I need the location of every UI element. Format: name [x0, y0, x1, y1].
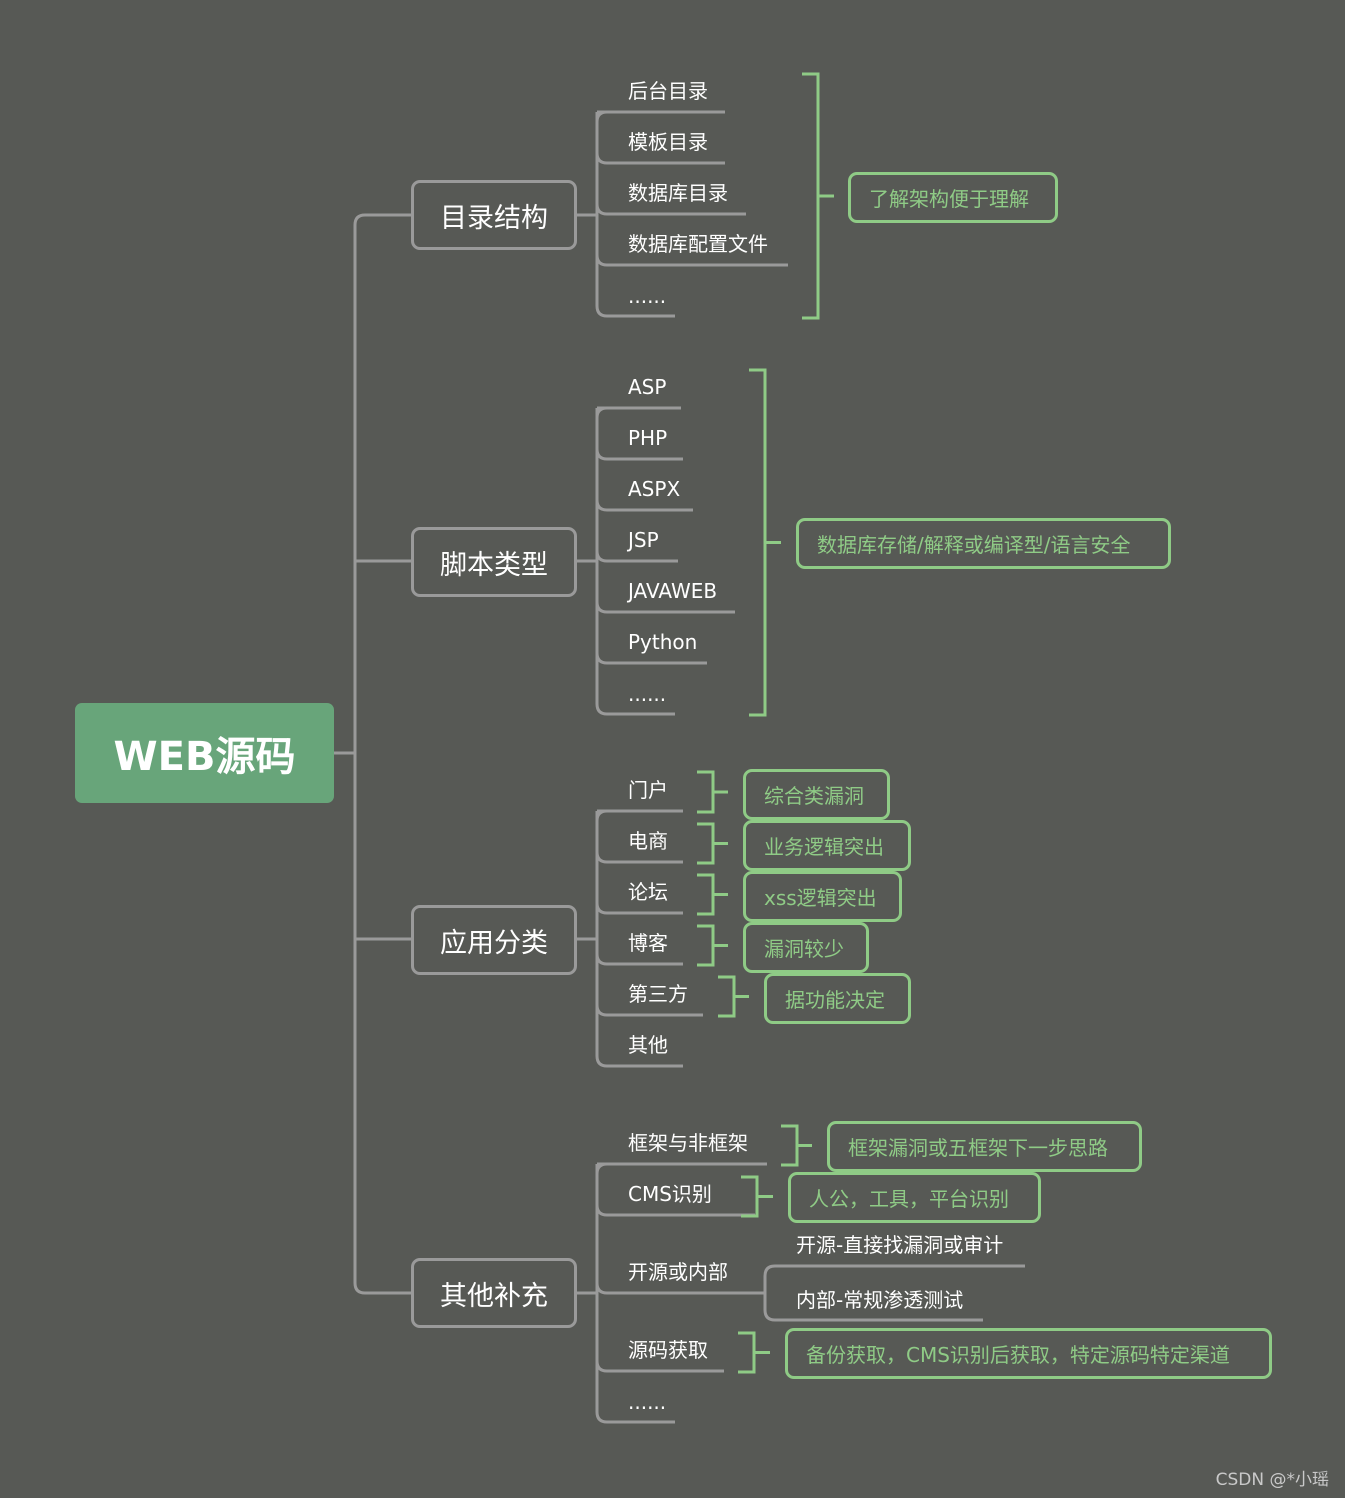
leaf-python: Python	[628, 630, 698, 654]
leaf-aspx: ASPX	[628, 477, 681, 501]
note-script-security: 数据库存储/解释或编译型/语言安全	[796, 518, 1171, 569]
branch-directory-structure: 目录结构	[411, 180, 577, 250]
bracket-blog	[697, 924, 715, 967]
note-portal: 综合类漏洞	[743, 769, 890, 820]
bracket-framework	[781, 1124, 799, 1167]
leaf-jsp: JSP	[628, 528, 659, 552]
note-third-party: 据功能决定	[764, 973, 911, 1024]
note-architecture: 了解架构便于理解	[848, 172, 1058, 223]
leaf-open-source: 开源-直接找漏洞或审计	[796, 1233, 1004, 1257]
branch-other-supplement: 其他补充	[411, 1258, 577, 1328]
leaf-ecommerce: 电商	[628, 829, 668, 853]
sub-fan-bottom	[763, 1293, 983, 1322]
b4-curve	[595, 1162, 608, 1175]
leaf-blog: 博客	[628, 931, 668, 955]
note-cms: 人公，工具，平台识别	[788, 1172, 1041, 1223]
bracket-script	[749, 368, 767, 717]
bracket-portal	[697, 770, 715, 814]
b2-underline	[595, 652, 707, 665]
leaf-php: PHP	[628, 426, 668, 450]
leaf-asp: ASP	[628, 375, 667, 399]
b3-curve	[595, 809, 608, 822]
leaf-ellipsis: ......	[628, 682, 667, 706]
bracket-cms	[741, 1175, 759, 1218]
b1-underline	[595, 152, 725, 165]
sub-fan-top	[763, 1264, 1025, 1293]
root-node: WEB源码	[75, 703, 334, 803]
leaf-source-acquire: 源码获取	[628, 1338, 708, 1362]
b1-spine	[595, 112, 675, 318]
leaf-forum: 论坛	[628, 880, 668, 904]
leaf-db-config: 数据库配置文件	[628, 232, 768, 256]
bracket-ecommerce	[697, 822, 715, 865]
leaf-open-or-internal: 开源或内部	[628, 1260, 728, 1284]
b2-curve	[595, 406, 608, 419]
b3-underline	[595, 851, 683, 864]
b3-underline	[595, 902, 683, 915]
leaf-internal: 内部-常规渗透测试	[796, 1288, 964, 1312]
b4-underline	[595, 1282, 765, 1295]
trunk-line	[353, 213, 411, 1295]
b2-underline	[595, 550, 678, 563]
leaf-template-dir: 模板目录	[628, 130, 708, 154]
leaf-portal: 门户	[628, 778, 668, 802]
bracket-source	[738, 1331, 756, 1374]
b4-underline	[595, 1360, 724, 1373]
b1-underline	[595, 254, 788, 267]
watermark: CSDN @*小瑶	[1215, 1470, 1329, 1490]
b1-underline	[595, 203, 746, 216]
note-framework: 框架漏洞或五框架下一步思路	[827, 1121, 1142, 1172]
bracket-dir	[802, 72, 820, 320]
b4-spine	[595, 1164, 675, 1424]
leaf-ellipsis: ......	[628, 1390, 667, 1414]
leaf-third-party: 第三方	[628, 982, 688, 1006]
leaf-ellipsis: ......	[628, 284, 667, 308]
branch-script-type: 脚本类型	[411, 527, 577, 597]
bracket-third-party	[718, 975, 736, 1018]
bracket-forum	[697, 873, 715, 916]
leaf-db-dir: 数据库目录	[628, 181, 728, 205]
b3-spine	[595, 811, 683, 1068]
note-ecommerce: 业务逻辑突出	[743, 820, 911, 871]
note-source-acquire: 备份获取，CMS识别后获取，特定源码特定渠道	[785, 1328, 1272, 1379]
b2-underline	[595, 499, 693, 512]
note-blog: 漏洞较少	[743, 922, 869, 973]
b2-spine	[595, 408, 675, 716]
leaf-javaweb: JAVAWEB	[628, 579, 718, 603]
b4-underline	[595, 1204, 755, 1217]
b3-underline	[595, 1004, 703, 1017]
b2-underline	[595, 448, 683, 461]
leaf-cms-identify: CMS识别	[628, 1182, 712, 1206]
leaf-other: 其他	[628, 1033, 668, 1057]
branch-app-category: 应用分类	[411, 905, 577, 975]
b3-underline	[595, 953, 683, 966]
leaf-framework: 框架与非框架	[628, 1131, 748, 1155]
b1-curve	[595, 110, 608, 123]
note-forum: xss逻辑突出	[743, 871, 902, 922]
leaf-admin-dir: 后台目录	[628, 79, 708, 103]
b2-underline	[595, 601, 735, 614]
